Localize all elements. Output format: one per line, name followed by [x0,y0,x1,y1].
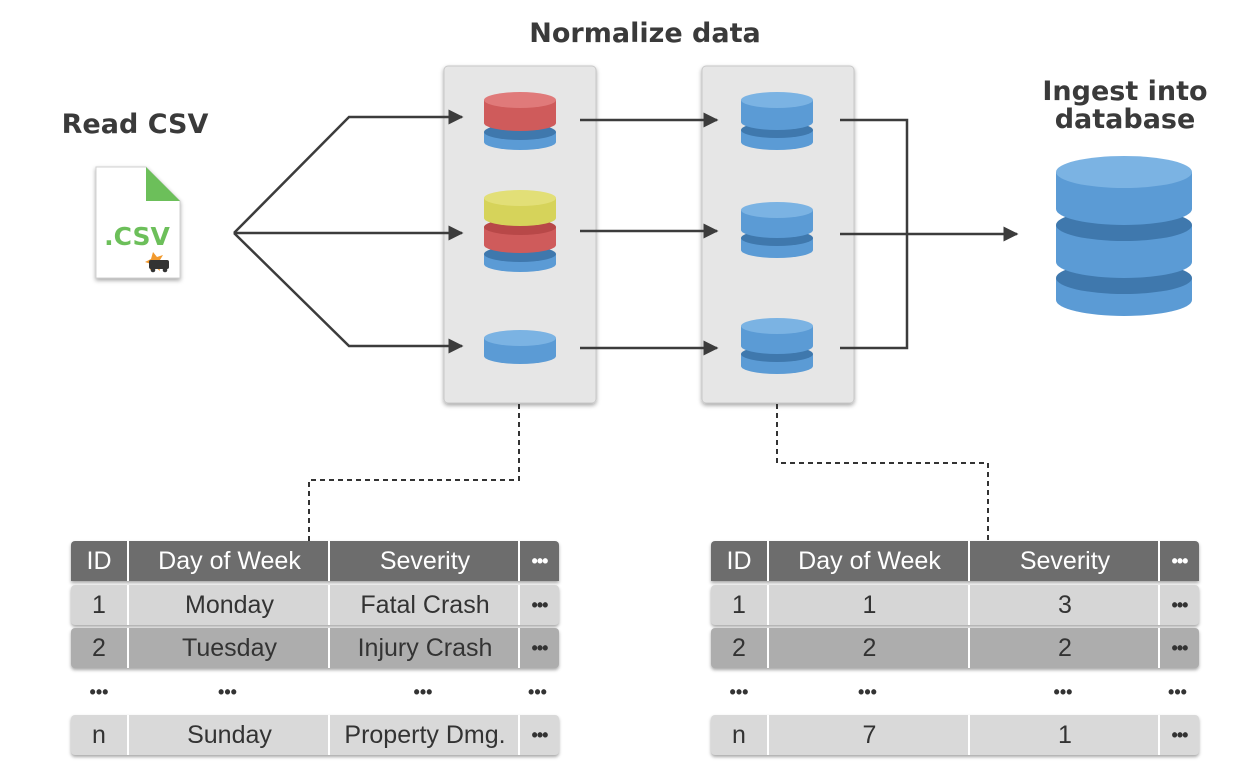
target-database-icon [1056,156,1192,316]
cell-id: n [92,721,106,749]
cell-day-of-week: 7 [767,715,970,755]
mixed-database-yellow-red-blue [484,190,556,272]
ellipsis: ••• [729,682,749,702]
column-header-more: ••• [518,541,559,581]
cell-id: n [732,721,746,749]
cell-day-of-week: 2 [767,628,970,668]
cell-day-of-week: 1 [767,585,970,625]
cell-severity: Property Dmg. [328,715,520,755]
cell-severity: 3 [968,585,1160,625]
column-header-id: ID [86,547,112,575]
connector-left-table [308,404,520,545]
column-header-id: ID [726,547,752,575]
csv-fanout-arrows [233,109,464,354]
cell-day-of-week: Monday [127,585,330,625]
cell-day-of-week: Sunday [127,715,330,755]
ellipsis: ••• [218,682,237,702]
cell-more: ••• [518,715,559,755]
cell-day-of-week: Tuesday [127,628,330,668]
column-header-more: ••• [1158,541,1199,581]
cell-more: ••• [1158,628,1199,668]
read-csv-title: Read CSV [61,109,209,140]
table-ellipsis-row: ••• ••• ••• ••• [71,677,559,707]
ingest-title-line-1: Ingest into [1042,76,1208,107]
csv-file-icon: .CSV [95,166,181,279]
normalized-data-table: ID Day of Week Severity ••• 1 1 3 ••• 2 … [711,541,1199,757]
mixed-database-red-blue [484,92,556,150]
connector-right-table [776,404,989,545]
table-header-row: ID Day of Week Severity ••• [71,541,559,581]
column-header-severity: Severity [968,541,1160,581]
table-row: 1 1 3 ••• [711,585,1199,625]
cell-severity: Fatal Crash [328,585,520,625]
normalized-database-3 [741,318,813,374]
ingest-title: Ingest into database [1010,76,1240,136]
normalized-database-2 [741,202,813,258]
cell-severity: Injury Crash [328,628,520,668]
table-row: 2 Tuesday Injury Crash ••• [71,628,559,668]
csv-label: .CSV [104,222,170,251]
ingest-arrows [840,118,1019,350]
normalized-database-1 [741,92,813,150]
column-header-day-of-week: Day of Week [127,541,330,581]
table-row: 1 Monday Fatal Crash ••• [71,585,559,625]
normalize-arrows [580,112,719,356]
ellipsis: ••• [89,682,109,702]
cell-id: 2 [732,634,746,662]
cell-more: ••• [518,628,559,668]
blue-database-small [484,330,556,364]
cell-id: 1 [732,591,746,619]
table-row: n 7 1 ••• [711,715,1199,755]
car-crash-icon [145,252,169,273]
cell-severity: 2 [968,628,1160,668]
normalize-data-title: Normalize data [529,18,761,49]
ellipsis: ••• [1168,682,1187,702]
ellipsis: ••• [413,682,433,702]
cell-severity: 1 [968,715,1160,755]
ellipsis: ••• [1053,682,1073,702]
column-header-severity: Severity [328,541,520,581]
raw-data-table: ID Day of Week Severity ••• 1 Monday Fat… [71,541,559,757]
ellipsis: ••• [528,682,547,702]
cell-id: 1 [92,591,106,619]
cell-more: ••• [518,585,559,625]
cell-more: ••• [1158,715,1199,755]
ingest-title-line-2: database [1054,104,1196,136]
table-row: n Sunday Property Dmg. ••• [71,715,559,755]
column-header-day-of-week: Day of Week [767,541,970,581]
ellipsis: ••• [858,682,877,702]
table-ellipsis-row: ••• ••• ••• ••• [711,677,1199,707]
cell-more: ••• [1158,585,1199,625]
cell-id: 2 [92,634,106,662]
table-row: 2 2 2 ••• [711,628,1199,668]
table-header-row: ID Day of Week Severity ••• [711,541,1199,581]
